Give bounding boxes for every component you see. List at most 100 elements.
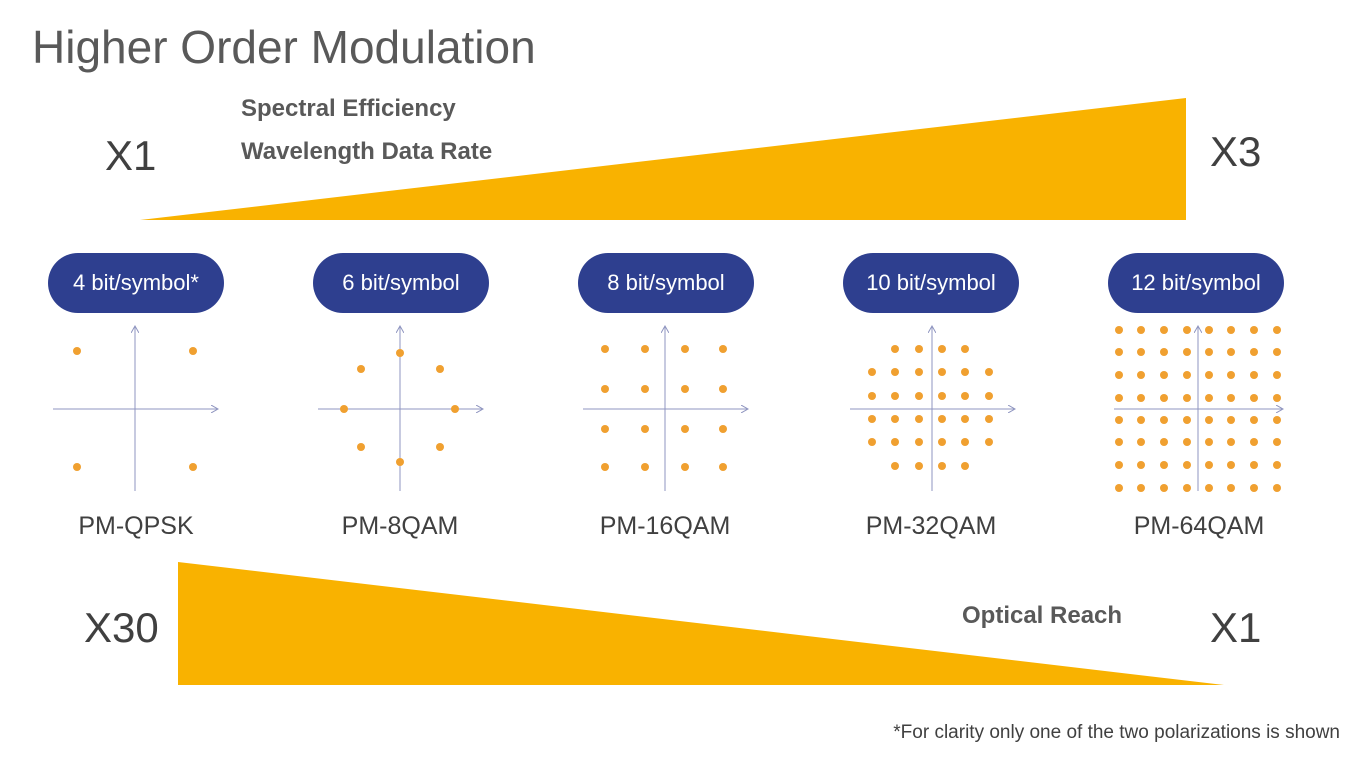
constellation-point-64qam [1137, 438, 1145, 446]
constellation-point-64qam [1160, 484, 1168, 492]
constellation-point-8qam [357, 443, 365, 451]
constellation-point-16qam [641, 463, 649, 471]
constellation-point-64qam [1250, 438, 1258, 446]
constellation-point-32qam [938, 368, 946, 376]
constellation-point-16qam [719, 463, 727, 471]
bits-pill-16qam: 8 bit/symbol [578, 253, 754, 313]
constellation-point-32qam [891, 392, 899, 400]
constellation-point-64qam [1137, 461, 1145, 469]
constellation-point-64qam [1137, 326, 1145, 334]
constellation-point-64qam [1250, 416, 1258, 424]
constellation-point-64qam [1250, 484, 1258, 492]
constellation-point-32qam [915, 368, 923, 376]
constellation-point-64qam [1205, 326, 1213, 334]
constellation-point-32qam [891, 415, 899, 423]
bottom-end-multiplier: X1 [1210, 604, 1262, 651]
constellation-point-32qam [915, 462, 923, 470]
constellation-point-64qam [1160, 326, 1168, 334]
constellation-point-64qam [1137, 371, 1145, 379]
constellation-point-64qam [1205, 416, 1213, 424]
wavelength-data-rate-label: Wavelength Data Rate [241, 138, 493, 165]
constellation-point-32qam [915, 438, 923, 446]
constellation-point-32qam [891, 462, 899, 470]
constellation-point-64qam [1183, 348, 1191, 356]
constellation-point-32qam [961, 345, 969, 353]
constellation-point-32qam [938, 392, 946, 400]
constellation-point-64qam [1115, 394, 1123, 402]
modulation-name-16qam: PM-16QAM [599, 512, 731, 540]
bits-pill-qpsk: 4 bit/symbol* [48, 253, 224, 313]
constellation-point-64qam [1205, 484, 1213, 492]
constellation-point-16qam [681, 425, 689, 433]
top-end-multiplier: X3 [1210, 128, 1262, 175]
constellation-point-16qam [641, 345, 649, 353]
constellation-point-64qam [1273, 416, 1281, 424]
constellation-point-64qam [1160, 394, 1168, 402]
constellation-point-32qam [938, 462, 946, 470]
constellation-point-qpsk [189, 463, 197, 471]
constellation-point-32qam [891, 438, 899, 446]
constellation-point-32qam [961, 392, 969, 400]
bits-pill-32qam: 10 bit/symbol [843, 253, 1019, 313]
constellation-point-16qam [601, 463, 609, 471]
constellation-point-16qam [601, 345, 609, 353]
constellation-point-8qam [436, 443, 444, 451]
constellation-point-64qam [1250, 348, 1258, 356]
constellation-point-64qam [1115, 461, 1123, 469]
constellation-point-64qam [1227, 326, 1235, 334]
constellation-point-64qam [1205, 371, 1213, 379]
constellation-point-qpsk [73, 463, 81, 471]
constellation-point-32qam [961, 438, 969, 446]
constellation-point-64qam [1273, 461, 1281, 469]
constellation-point-64qam [1273, 484, 1281, 492]
constellation-point-16qam [601, 425, 609, 433]
constellation-point-16qam [719, 425, 727, 433]
constellation-point-8qam [357, 365, 365, 373]
constellation-point-64qam [1183, 484, 1191, 492]
constellation-point-16qam [719, 385, 727, 393]
constellation-point-64qam [1115, 438, 1123, 446]
constellation-point-32qam [961, 368, 969, 376]
constellation-point-16qam [681, 345, 689, 353]
constellation-point-8qam [396, 349, 404, 357]
constellation-point-8qam [340, 405, 348, 413]
constellation-point-64qam [1183, 326, 1191, 334]
constellation-point-64qam [1183, 416, 1191, 424]
constellation-point-32qam [938, 438, 946, 446]
constellation-point-16qam [601, 385, 609, 393]
constellation-point-64qam [1160, 416, 1168, 424]
constellation-point-64qam [1115, 484, 1123, 492]
constellation-point-64qam [1115, 371, 1123, 379]
constellation-point-64qam [1183, 461, 1191, 469]
constellation-point-32qam [961, 462, 969, 470]
constellation-point-64qam [1160, 371, 1168, 379]
constellation-point-32qam [985, 368, 993, 376]
constellation-point-64qam [1250, 371, 1258, 379]
constellation-point-64qam [1250, 326, 1258, 334]
constellation-point-32qam [891, 345, 899, 353]
constellation-point-64qam [1273, 326, 1281, 334]
bits-pill-8qam: 6 bit/symbol [313, 253, 489, 313]
modulation-name-64qam: PM-64QAM [1133, 512, 1265, 540]
constellation-point-32qam [985, 415, 993, 423]
constellation-point-qpsk [189, 347, 197, 355]
constellation-point-64qam [1115, 416, 1123, 424]
constellation-point-64qam [1205, 438, 1213, 446]
constellation-point-64qam [1227, 461, 1235, 469]
constellation-point-16qam [641, 385, 649, 393]
constellation-point-64qam [1273, 371, 1281, 379]
constellation-point-64qam [1227, 416, 1235, 424]
constellation-point-32qam [915, 345, 923, 353]
polarization-footnote: *For clarity only one of the two polariz… [893, 722, 1340, 743]
bits-pill-64qam: 12 bit/symbol [1108, 253, 1284, 313]
constellation-point-64qam [1227, 348, 1235, 356]
constellation-point-64qam [1115, 326, 1123, 334]
constellation-point-64qam [1227, 484, 1235, 492]
constellation-point-64qam [1227, 394, 1235, 402]
constellation-point-8qam [396, 458, 404, 466]
constellation-point-64qam [1227, 438, 1235, 446]
constellation-point-32qam [868, 368, 876, 376]
constellation-point-64qam [1137, 394, 1145, 402]
constellation-point-16qam [719, 345, 727, 353]
constellation-point-64qam [1160, 461, 1168, 469]
